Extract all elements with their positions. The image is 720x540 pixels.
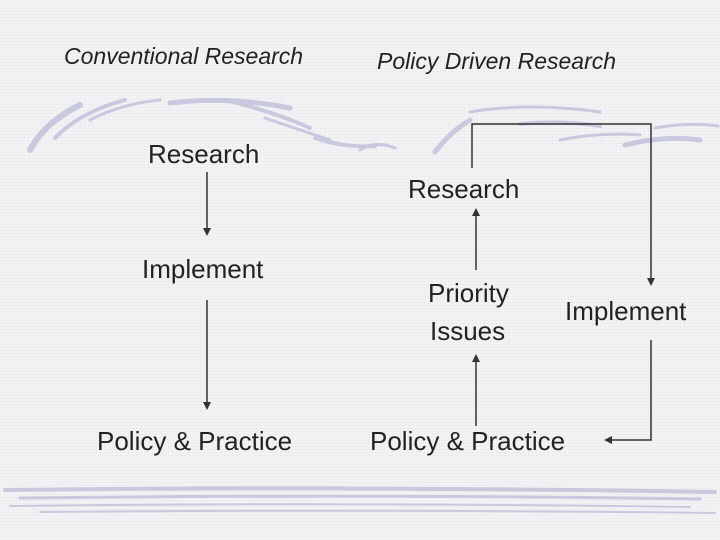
priority-issues-line-2: Issues bbox=[430, 316, 506, 346]
heading-conventional-research: Conventional Research bbox=[64, 43, 304, 69]
decorative-brush-band-bottom bbox=[3, 486, 717, 514]
arrow-research-to-implement-loop bbox=[471, 123, 655, 286]
heading-policy-driven-research: Policy Driven Research bbox=[377, 48, 617, 74]
policy-implement-node: Implement bbox=[565, 296, 687, 326]
conventional-policy-practice-node: Policy & Practice bbox=[97, 426, 293, 456]
policy-policy-practice-node: Policy & Practice bbox=[370, 426, 566, 456]
arrow-implement-to-policy-loop bbox=[604, 340, 652, 444]
policy-research-node: Research bbox=[408, 174, 520, 204]
priority-issues-line-1: Priority bbox=[428, 278, 509, 308]
conventional-research-node: Research bbox=[148, 139, 260, 169]
conventional-implement-node: Implement bbox=[142, 254, 264, 284]
decorative-brush-band-top bbox=[27, 97, 720, 155]
